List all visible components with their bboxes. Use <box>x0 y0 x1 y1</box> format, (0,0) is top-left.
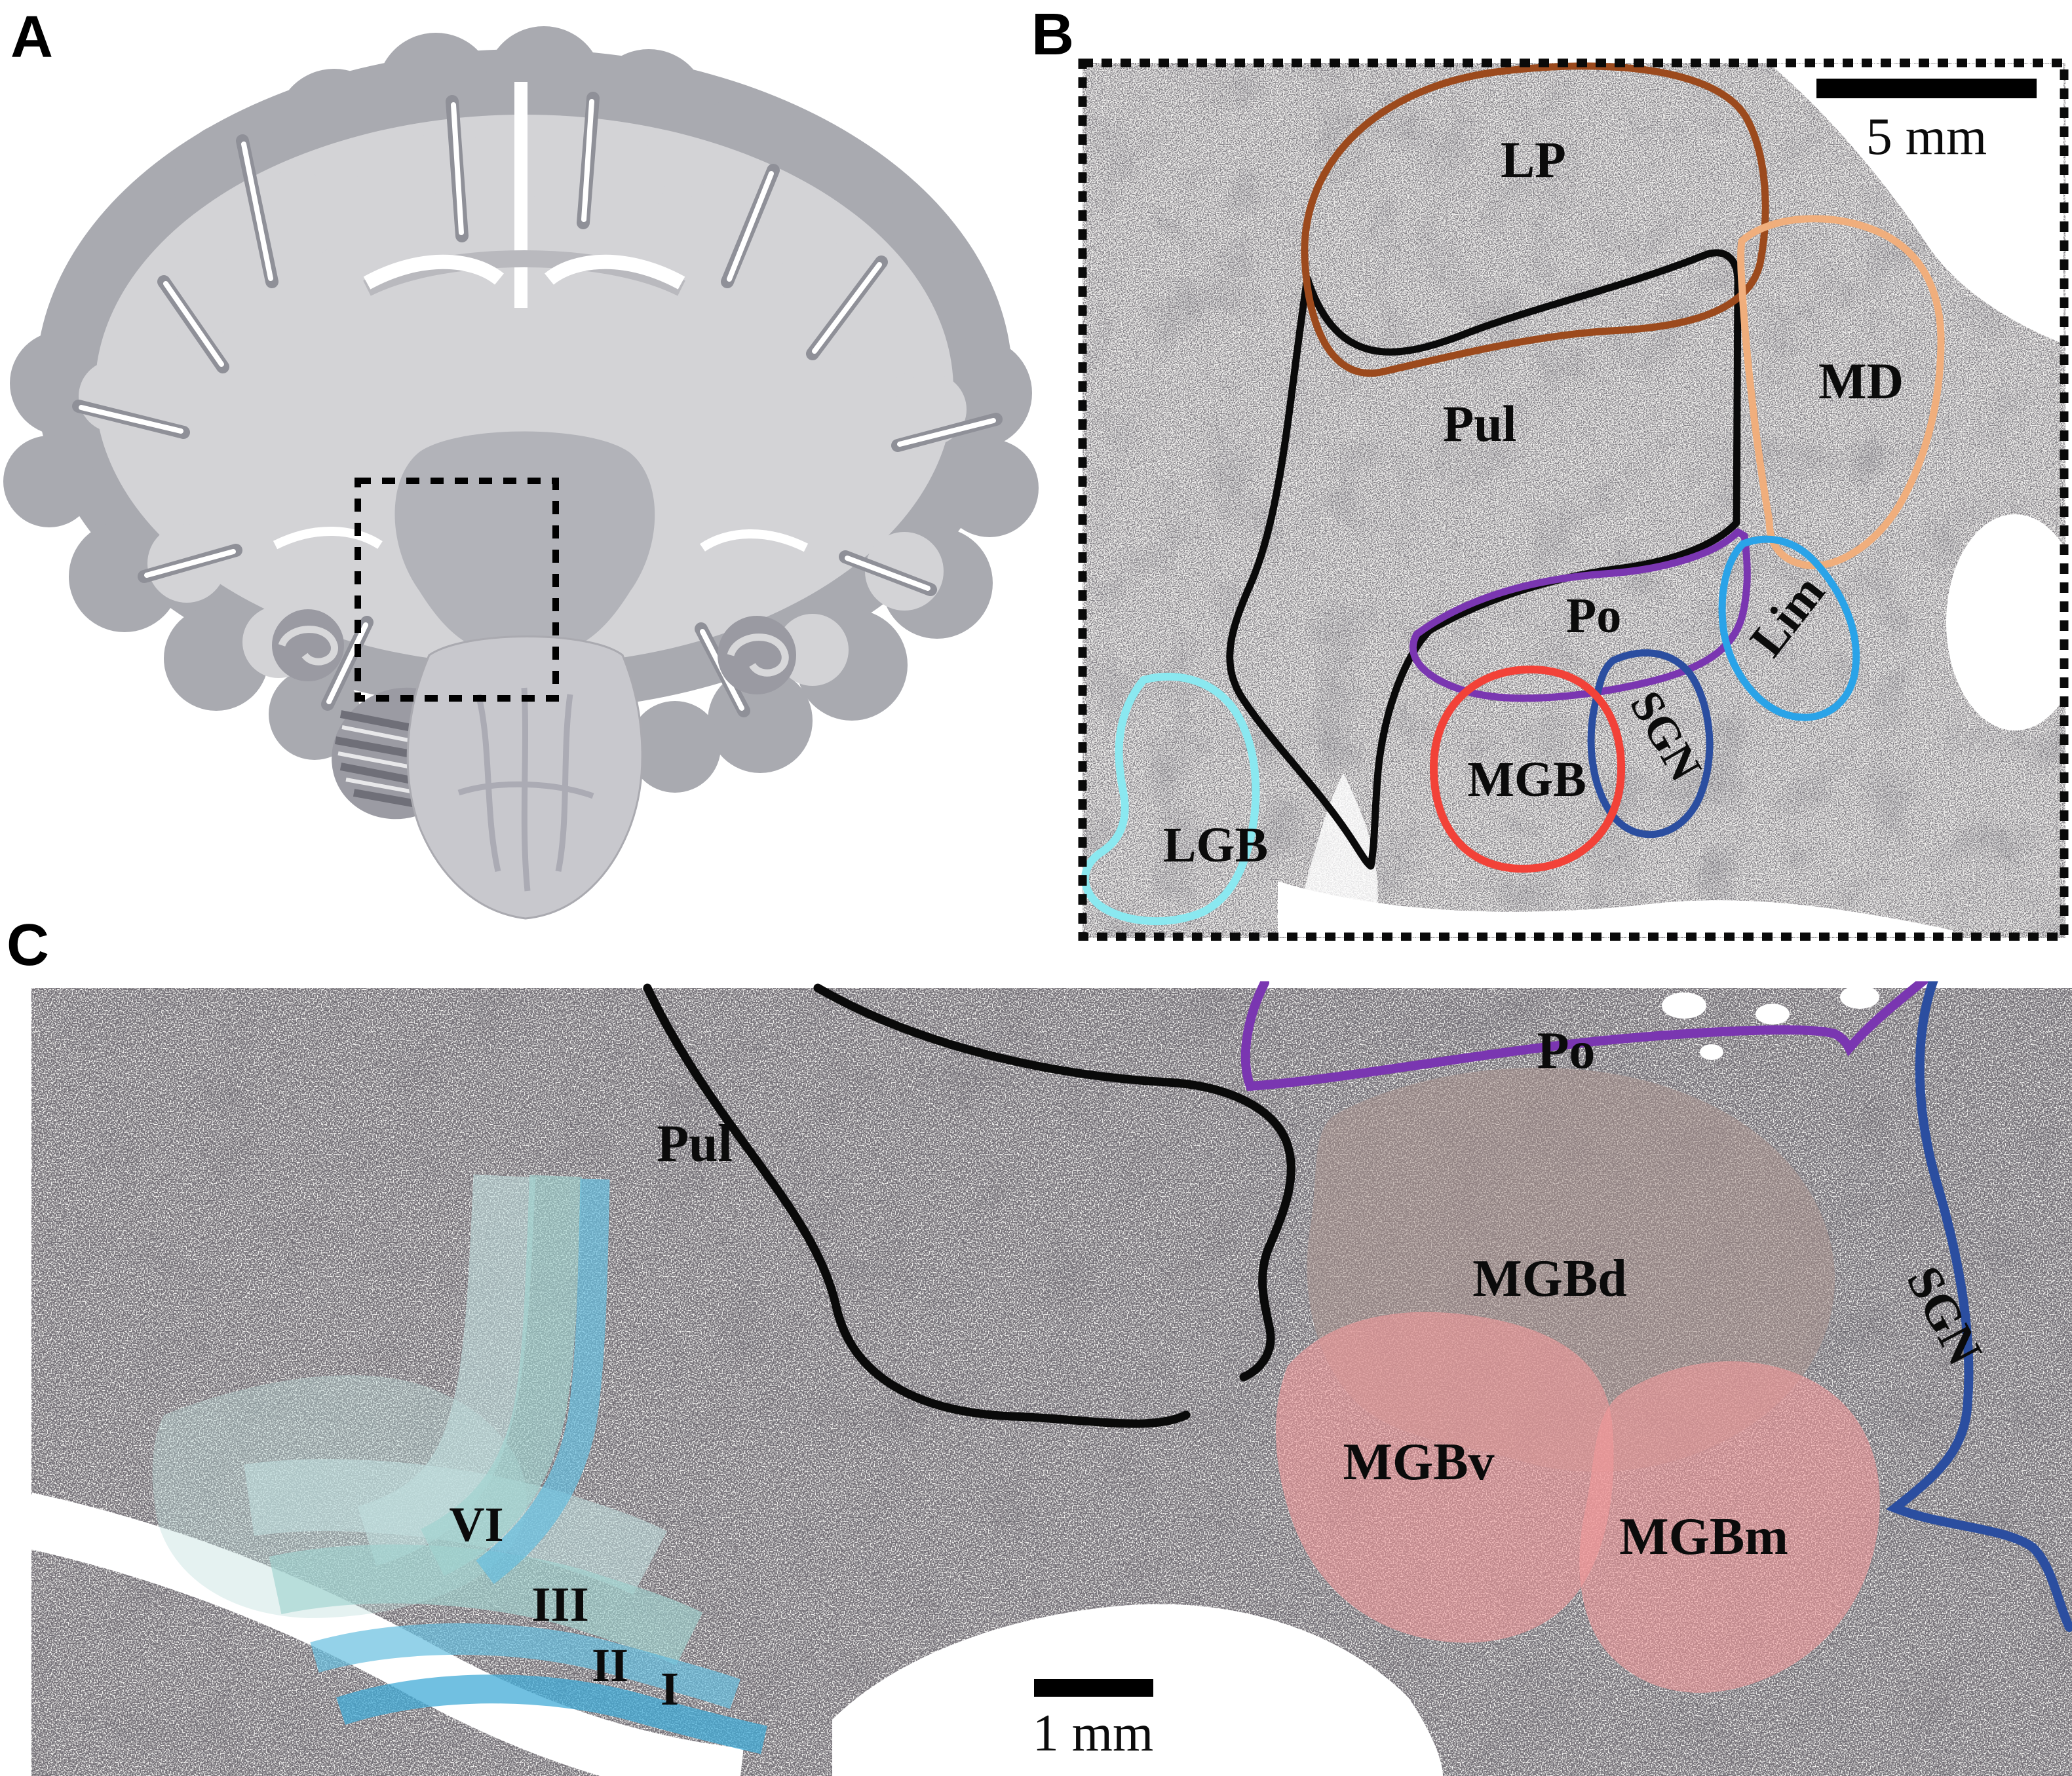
panel-c-high-mag-section: Pul Po MGBd MGBv MGBm SGN VI III II I 1 … <box>26 981 2072 1776</box>
sgn-outline <box>1587 649 1714 839</box>
lgb-layer-iii-vertical <box>420 1175 582 1576</box>
panel-c-letter: C <box>7 913 49 978</box>
right-temporal-horn <box>700 529 809 552</box>
pul-boundary-upper <box>813 983 1295 1382</box>
boundary-lines-c <box>643 981 2072 1632</box>
mgbv-fill <box>1275 1312 1614 1643</box>
mgb-outline <box>1430 665 1626 873</box>
mgbm-fill <box>1579 1361 1880 1693</box>
panel-a-brain-section <box>3 26 1039 920</box>
scale-bar-5mm <box>1816 79 2037 98</box>
thalamus-midbrain-mass <box>394 431 655 659</box>
panel-b-letter: B <box>1031 2 1074 67</box>
panel-a-letter: A <box>10 5 53 70</box>
po-outline <box>1409 528 1751 702</box>
lgb-label: LGB <box>1163 818 1269 873</box>
md-outline <box>1737 215 1945 569</box>
layer-i-label: I <box>661 1663 679 1715</box>
pul-label: Pul <box>1443 395 1517 452</box>
panel-b-dotted-border <box>1078 58 2069 941</box>
panel-b-thalamus-map: LP Pul MD Po Lim SGN MGB LGB 5 mm <box>1078 58 2072 941</box>
layer-vi-label: VI <box>449 1498 503 1552</box>
mgbv-label: MGBv <box>1343 1433 1494 1491</box>
pul-boundary-main <box>643 983 1191 1428</box>
scale-bar-1mm <box>1034 1679 1153 1697</box>
sgn-boundary-blue <box>1886 981 2072 1632</box>
hippocampus-right <box>718 616 796 694</box>
roi-dashed-box <box>355 478 559 702</box>
lp-outline <box>1301 62 1769 377</box>
pul-c-label: Pul <box>657 1115 733 1173</box>
po-c-label: Po <box>1537 1022 1596 1080</box>
lgb-layer-i-horizontal <box>336 1674 767 1754</box>
right-ventricle <box>545 254 685 290</box>
lgb-layer-iii-horizontal <box>269 1544 703 1666</box>
background-white-areas <box>1278 64 2072 937</box>
scale-bar-1mm-label: 1 mm <box>1033 1705 1153 1762</box>
lgb-layer-ii-vertical <box>476 1179 610 1584</box>
hippocampus-left <box>272 609 344 681</box>
lgb-layer-ii-horizontal <box>310 1623 740 1709</box>
lim-outline <box>1718 535 1860 721</box>
brainstem <box>406 635 643 920</box>
left-temporal-horn <box>273 527 383 550</box>
layer-ii-label: II <box>592 1639 628 1691</box>
po-boundary-purple <box>1240 981 1930 1091</box>
mgbd-label: MGBd <box>1472 1250 1627 1308</box>
mgbm-label: MGBm <box>1619 1508 1788 1566</box>
sulci-light <box>79 99 996 711</box>
md-label: MD <box>1818 352 1904 409</box>
left-ventricle <box>363 254 504 290</box>
lp-label: LP <box>1501 131 1566 188</box>
scale-bar-5mm-label: 5 mm <box>1866 108 1987 166</box>
layer-iii-label: III <box>531 1578 589 1632</box>
mgb-label: MGB <box>1467 752 1586 807</box>
lgb-layer-bands <box>152 1174 767 1754</box>
lgb-outline <box>1081 672 1260 926</box>
po-label: Po <box>1566 588 1621 643</box>
